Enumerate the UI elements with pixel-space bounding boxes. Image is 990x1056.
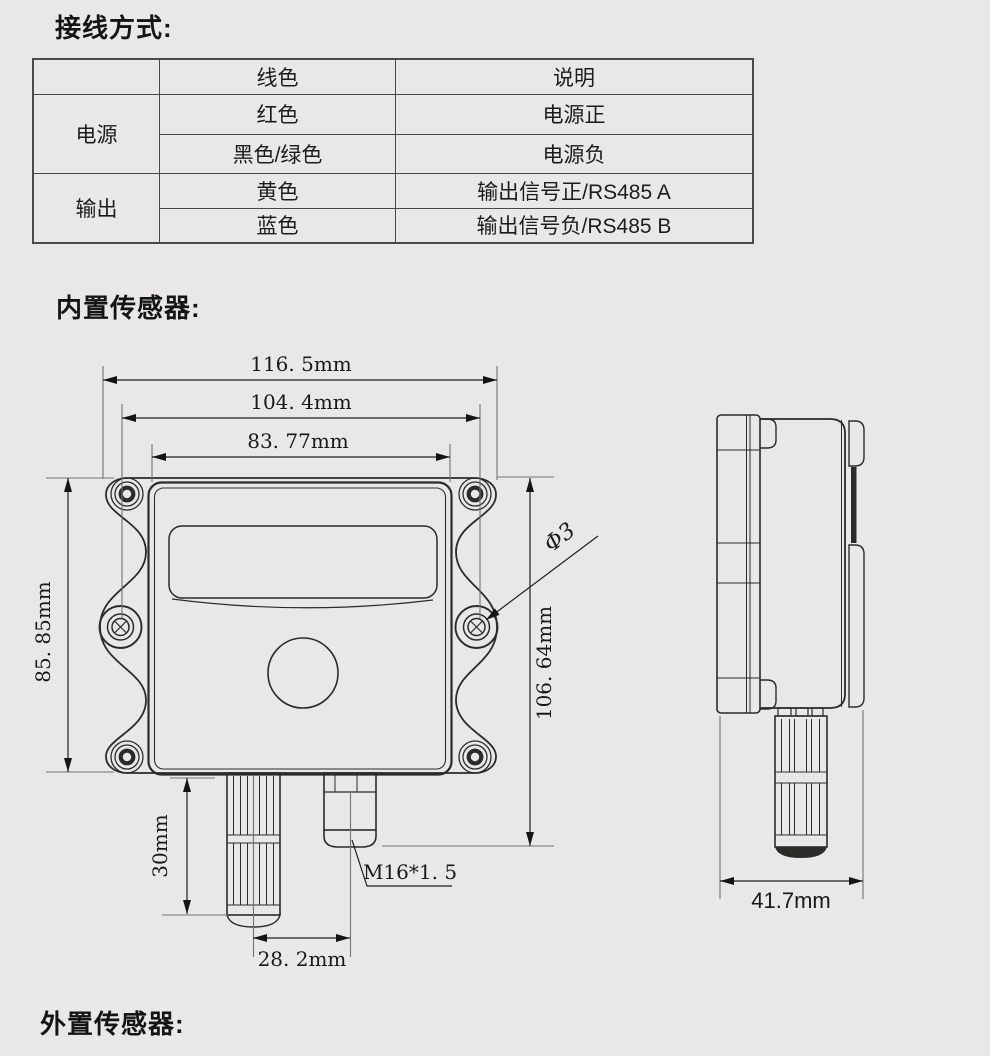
dim-probe-to-gland-label: 28. 2mm	[258, 947, 347, 971]
dimension-gland-thread: M16*1. 5	[351, 839, 457, 887]
display-window	[168, 525, 438, 609]
cell-wire-color: 黄色	[159, 172, 396, 209]
builtin-sensor-section-title: 内置传感器:	[56, 293, 201, 323]
sensor-probe-side	[774, 715, 828, 858]
dim-gland-thread-label: M16*1. 5	[363, 860, 457, 884]
table-row: 黑色/绿色 电源负	[33, 133, 754, 174]
group-cell-output: 输出	[32, 172, 160, 244]
corner-screw-bottom-left	[110, 740, 144, 774]
wiring-section-title: 接线方式:	[55, 13, 173, 43]
cell-wire-description: 电源正	[395, 93, 754, 135]
dimension-body-height: 85. 85mm	[31, 478, 72, 772]
header-cell-color: 线色	[159, 58, 396, 95]
dim-hole-diameter-label: Φ3	[540, 518, 581, 557]
cell-wire-color: 蓝色	[159, 207, 396, 244]
center-circle	[267, 637, 339, 709]
dim-hole-span-label: 104. 4mm	[250, 390, 352, 414]
side-view	[716, 414, 865, 858]
front-view	[98, 477, 499, 928]
dimension-side-depth: 41.7mm	[720, 877, 863, 913]
dim-probe-length-label: 30mm	[148, 814, 172, 877]
cell-wire-description: 输出信号负/RS485 B	[395, 207, 754, 244]
table-row: 输出 黄色 输出信号正/RS485 A	[32, 172, 754, 244]
dim-outer-width-label: 116. 5mm	[250, 352, 352, 376]
corner-screw-top-left	[110, 477, 144, 511]
corner-screw-bottom-right	[458, 740, 492, 774]
dimension-probe-to-gland: 28. 2mm	[253, 934, 350, 971]
corner-screw-top-right	[458, 477, 492, 511]
cell-wire-description: 电源负	[395, 133, 754, 174]
dim-total-height-label: 106. 64mm	[532, 606, 556, 720]
dimension-probe-length: 30mm	[148, 778, 191, 914]
dimension-outer-width: 116. 5mm	[103, 352, 497, 384]
mount-hole-left	[98, 605, 143, 649]
wiring-table: 线色 说明 电源 红色 电源正 黑色/绿色 电源负 输出 黄色 输出信号正/RS…	[32, 58, 754, 244]
group-cell-power: 电源	[32, 93, 160, 174]
dimension-hole-span: 104. 4mm	[122, 390, 480, 422]
extension-lines	[46, 366, 864, 957]
dimension-hole-diameter: Φ3	[486, 518, 599, 620]
header-cell-description: 说明	[395, 58, 754, 95]
table-header-row: 线色 说明	[32, 58, 754, 95]
dimension-body-width: 83. 77mm	[152, 429, 450, 461]
header-cell-group	[32, 58, 160, 95]
table-row: 蓝色 输出信号负/RS485 B	[33, 207, 754, 244]
external-sensor-section-title: 外置传感器:	[40, 1009, 185, 1039]
dim-body-height-label: 85. 85mm	[31, 581, 55, 683]
mount-hole-right	[454, 605, 499, 649]
table-row: 电源 红色 电源正	[32, 93, 754, 174]
technical-drawing: 116. 5mm 104. 4mm 83. 77mm 85. 85mm 106.…	[31, 352, 865, 971]
dim-body-width-label: 83. 77mm	[247, 429, 349, 453]
dim-side-depth-label: 41.7mm	[751, 888, 830, 913]
cell-wire-color: 红色	[159, 93, 396, 135]
dimension-total-height: 106. 64mm	[526, 478, 556, 846]
cell-wire-color: 黑色/绿色	[159, 133, 396, 174]
cell-wire-description: 输出信号正/RS485 A	[395, 172, 754, 209]
